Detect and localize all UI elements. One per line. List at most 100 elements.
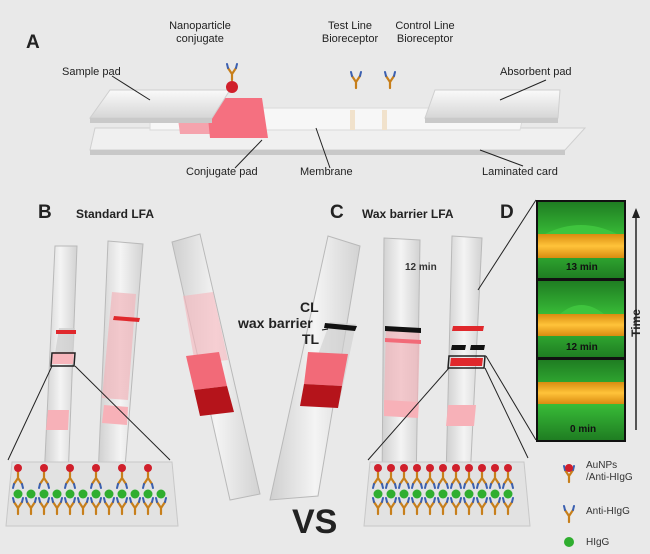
inset-b-complex	[141, 464, 155, 516]
legend-icon-anti-higg	[562, 504, 576, 524]
wax-barrier-inset	[363, 461, 531, 527]
wax-barrier-lfa-title: Wax barrier LFA	[362, 207, 454, 221]
strip-c2-wax-barrier	[385, 326, 421, 333]
nanoparticle-conjugate-icon	[225, 62, 239, 93]
control-line-antibody-icon	[383, 70, 397, 90]
inset-c-complex	[436, 464, 450, 516]
sample-pad-label: Sample pad	[62, 66, 121, 78]
strip-c1-pad	[304, 352, 348, 386]
cl-label: CL	[300, 299, 319, 315]
strip-c3-pad	[446, 405, 476, 426]
strip-c3-test-line	[450, 358, 483, 366]
test-line-antibody-icon	[349, 70, 363, 90]
strip-c3-wax-dash-1	[451, 345, 466, 350]
micrograph-frame-13min	[538, 202, 624, 278]
time-axis-label: Time	[628, 309, 643, 337]
inset-b-complex	[89, 464, 103, 516]
absorbent-pad-edge	[425, 118, 558, 123]
standard-lfa-inset	[5, 461, 179, 527]
b-zoom-lines	[7, 365, 171, 461]
inset-c-complex	[462, 464, 476, 516]
strip-b3-red-band	[194, 386, 234, 416]
inset-c-complex	[449, 464, 463, 516]
control-line-band	[382, 110, 387, 130]
strip-b1-test-line	[52, 352, 74, 364]
inset-b-complex	[102, 489, 116, 516]
legend-anti-higg-label: Anti-HIgG	[586, 506, 630, 517]
strip-time-label: 12 min	[405, 262, 437, 273]
standard-lfa-inset-antibodies	[11, 464, 168, 516]
inset-b-complex	[76, 489, 90, 516]
label-leader-lines	[111, 75, 547, 169]
strip-b3-flow	[183, 292, 228, 364]
strip-b1-zoom-box	[50, 352, 76, 367]
strip-c3-zoom-box	[447, 355, 486, 369]
standard-lfa-title: Standard LFA	[76, 207, 155, 221]
test-line-bioreceptor-label: Test Line Bioreceptor	[321, 20, 379, 45]
inset-b-complex	[115, 464, 129, 516]
conjugate-pad-label: Conjugate pad	[186, 166, 258, 178]
wax-barrier-inset-antibodies	[371, 464, 515, 516]
c-zoom-lines	[367, 199, 537, 461]
laminated-card-label: Laminated card	[482, 166, 558, 178]
tl-label: TL	[302, 331, 320, 347]
inset-c-complex	[475, 464, 489, 516]
strip-c1-wax-barrier	[324, 323, 357, 331]
strip-c3-wax-dash-2	[470, 345, 485, 350]
inset-b-complex	[50, 489, 64, 516]
inset-b-complex	[11, 464, 25, 516]
panel-d-letter: D	[500, 202, 514, 223]
strip-c2-pad	[384, 400, 419, 418]
frame-0min-label: 0 min	[570, 424, 597, 435]
inset-b-complex	[24, 489, 38, 516]
panel-c-letter: C	[330, 202, 344, 223]
strip-b2-control-line	[113, 316, 140, 322]
inset-b-complex	[37, 464, 51, 516]
strip-b1-control-line	[56, 330, 76, 334]
sample-pad-edge	[90, 118, 212, 123]
strip-c1-red-band	[300, 384, 342, 408]
wax-barrier-strips	[269, 235, 486, 501]
laminated-card-edge	[90, 150, 565, 155]
legend-icon-higg	[564, 537, 574, 547]
absorbent-pad-label: Absorbent pad	[500, 66, 572, 78]
vs-label: VS	[292, 503, 338, 541]
inset-c-complex	[410, 464, 424, 516]
strip-b2-pad	[102, 405, 128, 425]
lfa-strip-schematic	[89, 62, 587, 169]
sample-pad-shape	[89, 89, 231, 119]
micrograph-frame-12min	[538, 281, 624, 357]
frame-12min-label: 12 min	[566, 342, 598, 353]
legend-aunps-label: AuNPs /Anti-HIgG	[586, 460, 633, 483]
inset-c-complex	[423, 464, 437, 516]
strip-c2-test-line	[385, 338, 421, 344]
inset-c-complex	[371, 464, 385, 516]
inset-c-complex	[397, 464, 411, 516]
frame-13min-label: 13 min	[566, 262, 598, 273]
inset-c-complex	[501, 464, 515, 516]
nanoparticle-conjugate-label: Nanoparticle conjugate	[169, 20, 231, 45]
laminated-card-shape	[89, 127, 587, 151]
conjugate-pad-shape	[206, 98, 268, 138]
wax-barrier-label: wax barrier	[238, 315, 313, 331]
strip-b1-pad	[46, 410, 69, 430]
control-line-bioreceptor-label: Control Line Bioreceptor	[395, 20, 455, 45]
strip-b3-pad	[186, 352, 227, 390]
standard-lfa-strips	[43, 233, 261, 501]
inset-b-complex	[154, 489, 168, 516]
legend-higg-label: HIgG	[586, 537, 610, 548]
micrograph-panel	[536, 200, 626, 442]
strip-c2-flow	[384, 330, 420, 402]
c-label-leaders	[321, 328, 329, 331]
time-arrow	[632, 208, 640, 430]
micrograph-frame-0min	[538, 360, 624, 440]
test-line-band	[350, 110, 355, 130]
legend-icon-aunps	[562, 464, 576, 484]
inset-b-complex	[128, 489, 142, 516]
membrane-label: Membrane	[300, 166, 353, 178]
inset-b-complex	[63, 464, 77, 516]
inset-c-complex	[488, 464, 502, 516]
absorbent-pad-shape	[424, 89, 561, 119]
